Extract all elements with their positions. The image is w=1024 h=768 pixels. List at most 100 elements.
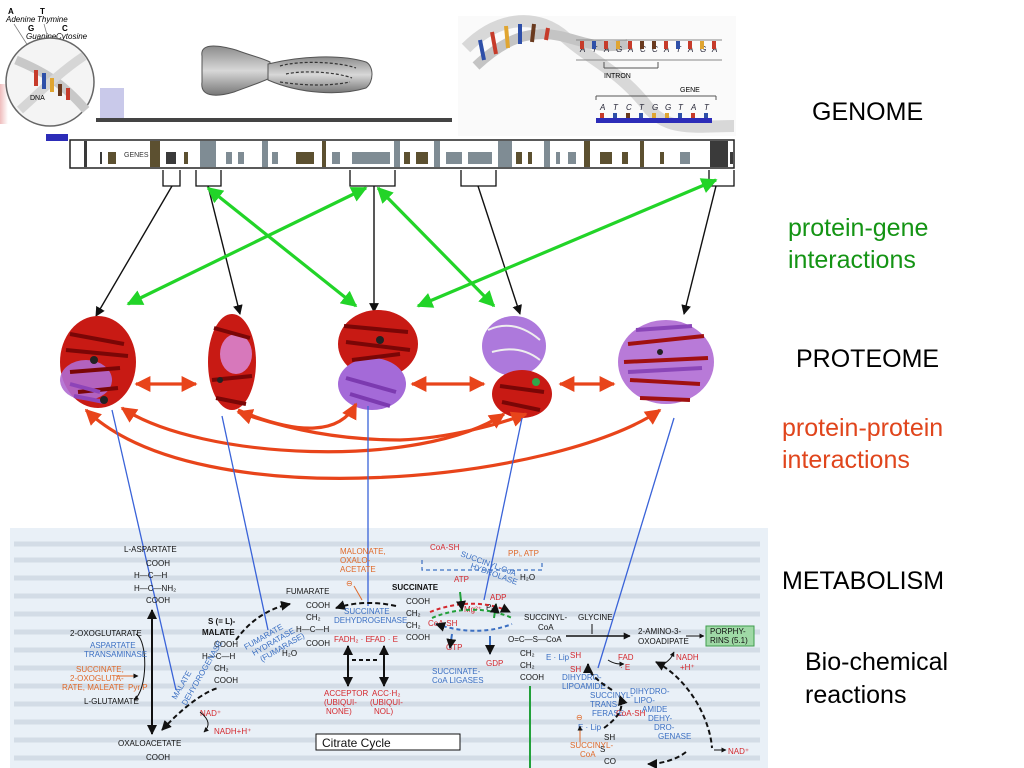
dna-base-bar (712, 41, 716, 49)
svg-text:COOH: COOH (406, 597, 430, 606)
svg-text:(UBIQUI-: (UBIQUI- (370, 698, 403, 707)
svg-text:COOH: COOH (406, 633, 430, 642)
genome-segment (516, 152, 522, 164)
genome-segment (434, 141, 440, 167)
dna-base-letter: T (704, 103, 710, 112)
dna-base-bar (652, 113, 656, 121)
dna-base-letter: C (652, 45, 658, 54)
svg-text:E · Lip: E · Lip (546, 653, 570, 662)
genome-bar: GENES (69, 139, 735, 169)
dna-base-letter: C (640, 45, 646, 54)
dna-base-letter: T (678, 103, 684, 112)
protein-2 (208, 314, 256, 410)
svg-text:ACCEPTOR: ACCEPTOR (324, 689, 369, 698)
genome-segment (498, 141, 512, 167)
svg-text:CH₂: CH₂ (406, 621, 421, 630)
genome-segment (528, 152, 532, 164)
svg-text:COOH: COOH (306, 601, 330, 610)
svg-text:SUCCINATE: SUCCINATE (344, 607, 390, 616)
protein-protein-label: protein-protein interactions (782, 412, 943, 476)
genome-segment (584, 141, 590, 167)
svg-text:2-OXOGLUTARATE: 2-OXOGLUTARATE (70, 629, 142, 638)
svg-text:CoA-SH: CoA-SH (430, 543, 460, 552)
svg-text:H—C—NH₂: H—C—NH₂ (134, 584, 176, 593)
svg-text:Pyr P: Pyr P (128, 683, 148, 692)
genome-segment (226, 152, 232, 164)
svg-text:GENES: GENES (124, 152, 149, 159)
svg-text:AMIDE: AMIDE (642, 705, 667, 714)
svg-text:H₂O: H₂O (520, 573, 535, 582)
dna-base-letter: A (663, 45, 669, 54)
dna-base-bar (639, 113, 643, 121)
protein-gene-label: protein-gene interactions (788, 212, 928, 276)
svg-text:S (= L)-: S (= L)- (208, 617, 236, 626)
dna-base-bar (604, 41, 608, 49)
svg-text:SUCCINYL-: SUCCINYL- (570, 741, 613, 750)
genome-segment (568, 152, 576, 164)
svg-text:SH: SH (570, 651, 581, 660)
svg-text:LIPO-: LIPO- (634, 696, 655, 705)
dna-base-letter: A (579, 45, 585, 54)
svg-text:ACC·H₂: ACC·H₂ (372, 689, 400, 698)
genome-segment (150, 141, 160, 167)
svg-text:DEHY-: DEHY- (648, 714, 672, 723)
svg-text:DIHYDRO-: DIHYDRO- (562, 673, 602, 682)
svg-text:CoA: CoA (580, 750, 596, 759)
svg-text:ATP: ATP (454, 575, 469, 584)
dna-base-bar (626, 113, 630, 121)
svg-text:NADH+H⁺: NADH+H⁺ (214, 727, 251, 736)
protein-4 (482, 316, 552, 418)
svg-text:RINS (5.1): RINS (5.1) (710, 636, 748, 645)
genome-segment (184, 152, 188, 164)
svg-text:COOH: COOH (146, 753, 170, 762)
genome-segment (272, 152, 278, 164)
svg-text:LIPOAMIDE: LIPOAMIDE (562, 682, 606, 691)
svg-text:Adenine: Adenine (5, 15, 36, 24)
genome-segment (262, 141, 268, 167)
protein-protein-label-line2: interactions (782, 446, 910, 474)
genome-segment (84, 141, 87, 167)
genome-segment (710, 141, 728, 167)
dna-base-bar (600, 113, 604, 121)
protein-to-reaction-lines (111, 406, 675, 691)
genome-segment (200, 141, 216, 167)
svg-text:Citrate Cycle: Citrate Cycle (322, 736, 391, 750)
svg-text:+H⁺: +H⁺ (680, 663, 695, 672)
svg-text:NAD⁺: NAD⁺ (728, 747, 749, 756)
svg-text:CH₂: CH₂ (406, 609, 421, 618)
dna-base-letter: T (676, 45, 682, 54)
svg-text:L-ASPARTATE: L-ASPARTATE (124, 545, 177, 554)
svg-text:GENASE: GENASE (658, 732, 691, 741)
svg-text:TRANSAMINASE: TRANSAMINASE (84, 650, 147, 659)
svg-text:H—C—H: H—C—H (134, 571, 168, 580)
dna-base-letter: T (613, 103, 619, 112)
svg-text:(UBIQUI-: (UBIQUI- (324, 698, 357, 707)
genome-segment (166, 152, 176, 164)
svg-text:FERASE: FERASE (592, 709, 624, 718)
svg-text:DRO-: DRO- (654, 723, 675, 732)
svg-text:H—C—H: H—C—H (202, 652, 236, 661)
svg-text:NOL): NOL) (374, 707, 393, 716)
svg-text:NONE): NONE) (326, 707, 352, 716)
dna-base-letter: A (687, 45, 693, 54)
protein-5 (618, 320, 714, 404)
svg-text:Pᵢ: Pᵢ (486, 603, 493, 612)
svg-text:CoA: CoA (538, 623, 554, 632)
genome-segment (544, 141, 550, 167)
metabolism-label: METABOLISM (782, 567, 945, 595)
svg-text:INTRON: INTRON (604, 73, 631, 80)
svg-text:NADH: NADH (676, 653, 699, 662)
svg-text:SUCCINYL-: SUCCINYL- (524, 613, 567, 622)
svg-text:FADH₂ · E: FADH₂ · E (334, 635, 371, 644)
svg-text:T: T (40, 7, 45, 16)
genome-segment (394, 141, 400, 167)
svg-text:CH₂: CH₂ (214, 664, 229, 673)
svg-text:COOH: COOH (214, 676, 238, 685)
svg-text:FUMARATE: FUMARATE (286, 587, 329, 596)
dna-base-bar (676, 41, 680, 49)
svg-text:GTP: GTP (446, 643, 462, 652)
svg-text:RATE, MALEATE: RATE, MALEATE (62, 683, 124, 692)
dna-base-bar (580, 41, 584, 49)
dna-base-bar (652, 41, 656, 49)
